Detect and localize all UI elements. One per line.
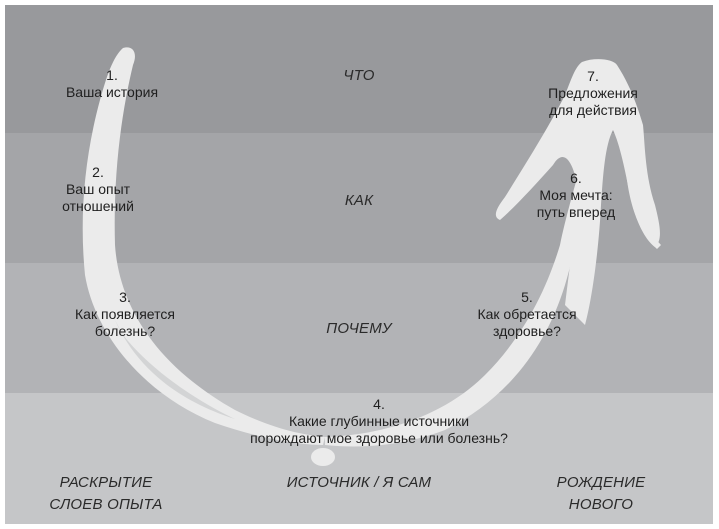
step-7-label: 7. Предложения для действия (548, 68, 638, 118)
level-label-why: ПОЧЕМУ (326, 320, 392, 337)
step-3-label: 3. Как появляется болезнь? (75, 289, 175, 339)
step-6-label: 6. Моя мечта: путь вперед (536, 170, 616, 220)
source-point-blob (311, 448, 335, 466)
step-1-label: 1. Ваша история (65, 67, 159, 100)
left-descending-stroke (82, 47, 326, 446)
bottom-label-right: РОЖДЕНИЕ НОВОГО (556, 474, 646, 513)
level-label-how: КАК (344, 192, 374, 209)
bottom-label-center: ИСТОЧНИК / Я САМ (286, 474, 432, 491)
u-process-diagram: ЧТО КАК ПОЧЕМУ 1. Ваша история 2. Ваш оп… (5, 5, 713, 524)
u-arrow-brush-stroke (82, 47, 661, 466)
step-4-label: 4. Какие глубинные источники порождают м… (250, 396, 508, 446)
step-2-label: 2. Ваш опыт отношений (62, 164, 134, 214)
right-ascending-stroke (325, 150, 595, 447)
bottom-label-left: РАСКРЫТИЕ СЛОЕВ ОПЫТА (49, 474, 163, 513)
step-5-label: 5. Как обретается здоровье? (477, 289, 577, 339)
level-label-what: ЧТО (343, 67, 375, 84)
band-source (5, 393, 713, 524)
